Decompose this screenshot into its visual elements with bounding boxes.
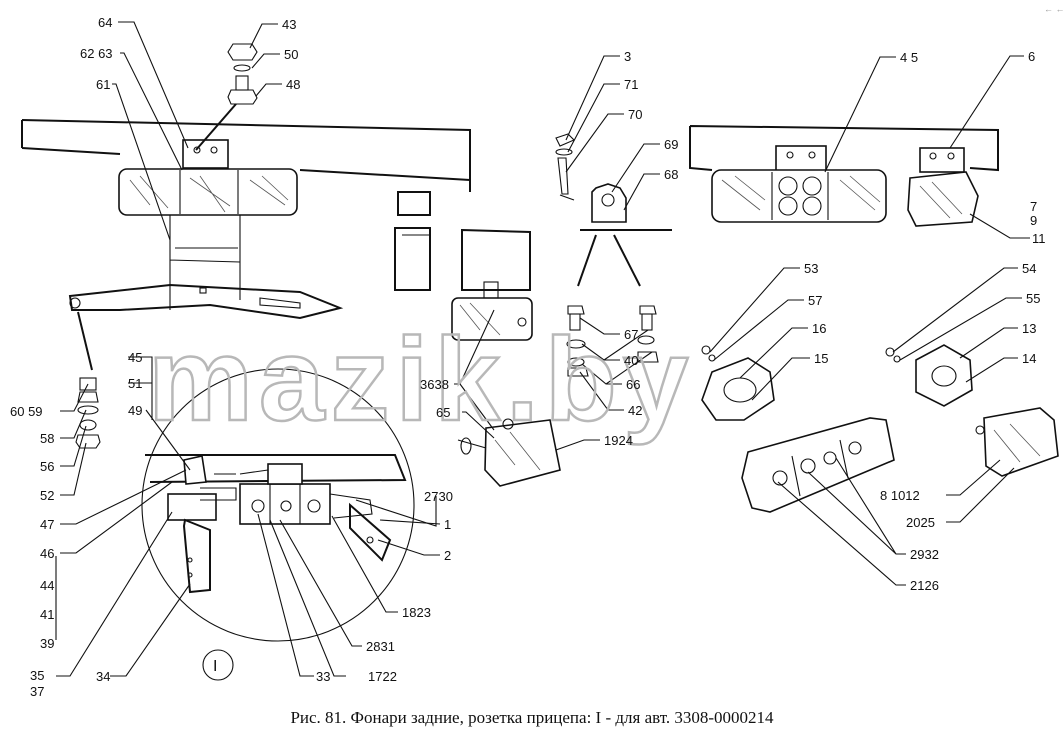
label-61: 61	[96, 77, 110, 92]
label-42: 42	[628, 403, 642, 418]
label-66: 66	[626, 377, 640, 392]
label-49: 49	[128, 403, 142, 418]
label-69: 69	[664, 137, 678, 152]
label-13: 13	[1022, 321, 1036, 336]
label-64: 64	[98, 15, 112, 30]
label-2: 2	[444, 548, 451, 563]
label-37: 37	[30, 684, 44, 699]
label-57: 57	[808, 293, 822, 308]
label-56: 56	[40, 459, 54, 474]
label-36-38: 3638	[420, 377, 449, 392]
callout-labels: 64 43 62 63 50 61 48 3 71 70 69 68 4 5 6…	[10, 15, 1046, 699]
detail-view-i	[141, 368, 415, 681]
right-lower-parts	[701, 344, 1059, 513]
label-29-32: 2932	[910, 547, 939, 562]
label-4-5: 4 5	[900, 50, 918, 65]
label-33: 33	[316, 669, 330, 684]
label-14: 14	[1022, 351, 1036, 366]
label-21-26: 2126	[910, 578, 939, 593]
label-55: 55	[1026, 291, 1040, 306]
label-71: 71	[624, 77, 638, 92]
label-8-10-12: 8 1012	[880, 488, 920, 503]
label-27-30: 2730	[424, 489, 453, 504]
label-52: 52	[40, 488, 54, 503]
left-lamp-assembly	[21, 43, 471, 449]
label-3: 3	[624, 49, 631, 64]
label-50: 50	[284, 47, 298, 62]
label-41: 41	[40, 607, 54, 622]
figure-caption: Рис. 81. Фонари задние, розетка прицепа:…	[290, 708, 774, 727]
label-7: 7	[1030, 199, 1037, 214]
label-6: 6	[1028, 49, 1035, 64]
centre-top-bracket	[555, 133, 672, 377]
label-45: 45	[128, 350, 142, 365]
label-53: 53	[804, 261, 818, 276]
label-68: 68	[664, 167, 678, 182]
label-48: 48	[286, 77, 300, 92]
label-1: 1	[444, 517, 451, 532]
label-44: 44	[40, 578, 54, 593]
watermark-text: mazik.by	[148, 314, 694, 446]
label-40: 40	[624, 353, 638, 368]
label-54: 54	[1022, 261, 1036, 276]
label-18-23: 1823	[402, 605, 431, 620]
label-60-59: 60 59	[10, 404, 43, 419]
right-top-lamps	[689, 125, 999, 227]
label-20-25: 2025	[906, 515, 935, 530]
label-35: 35	[30, 668, 44, 683]
label-28-31: 2831	[366, 639, 395, 654]
label-70: 70	[628, 107, 642, 122]
label-47: 47	[40, 517, 54, 532]
label-58: 58	[40, 431, 54, 446]
label-39: 39	[40, 636, 54, 651]
label-43: 43	[282, 17, 296, 32]
corner-mark: ← ←	[1044, 4, 1064, 14]
label-15: 15	[814, 351, 828, 366]
centre-bracket-assembly	[394, 191, 561, 487]
label-9: 9	[1030, 213, 1037, 228]
label-16: 16	[812, 321, 826, 336]
label-62-63: 62 63	[80, 46, 113, 61]
leader-lines	[55, 21, 1030, 677]
label-34: 34	[96, 669, 110, 684]
label-19-24: 1924	[604, 433, 633, 448]
label-17-22: 1722	[368, 669, 397, 684]
label-67: 67	[624, 327, 638, 342]
label-11: 11	[1032, 231, 1046, 246]
view-marker-label: I	[213, 658, 217, 675]
label-51: 51	[128, 376, 142, 391]
label-46: 46	[40, 546, 54, 561]
label-65: 65	[436, 405, 450, 420]
